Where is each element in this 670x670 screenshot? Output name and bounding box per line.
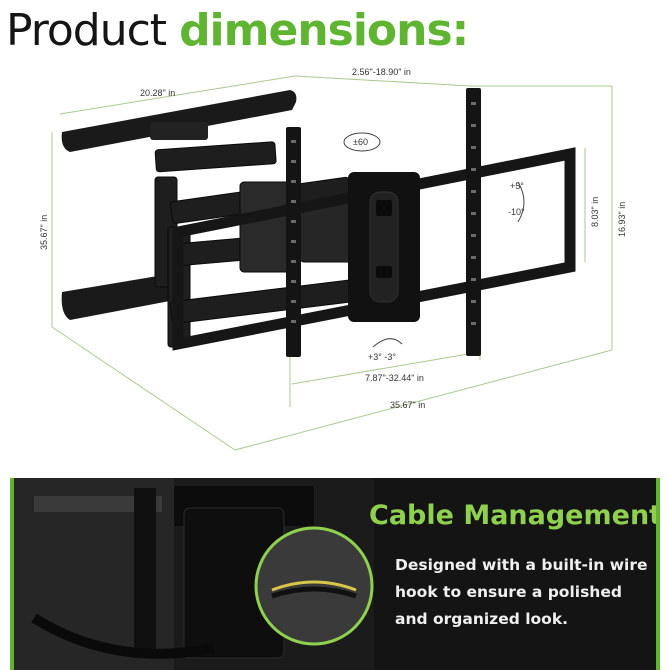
bracket-height-label: 16.93" in	[617, 202, 627, 237]
total-width-label: 35.67" in	[390, 400, 425, 410]
cable-management-description: Designed with a built-in wire hook to en…	[395, 556, 648, 628]
wall-plate	[61, 90, 297, 320]
page-title: Product dimensions:	[6, 2, 469, 60]
tilt-down-label: -10°	[508, 207, 525, 217]
vesa-width-label: 7.87"-32.44" in	[365, 373, 424, 383]
cable-management-heading: Cable Management	[369, 500, 660, 531]
tv-bracket-frame	[172, 147, 576, 351]
plate-height-label: 8.03" in	[590, 197, 600, 227]
cable-management-panel: Cable Management Designed with a built-i…	[10, 478, 660, 670]
vesa-rails	[286, 88, 481, 357]
tilt-up-label: +5°	[510, 181, 524, 191]
title-word-dimensions: dimensions:	[179, 5, 469, 56]
dimension-lines	[51, 75, 613, 451]
level-adjust-label: +3° -3°	[368, 352, 396, 362]
overall-height-label: 35.67" in	[39, 215, 49, 250]
center-carriage	[348, 172, 420, 322]
arm-width-label: 20.28" in	[140, 88, 175, 98]
mount-dimension-diagram: 20.28" in 2.56"-18.90" in ±60 +5° -10° 8…	[39, 67, 627, 451]
cable-management-photo	[14, 478, 374, 670]
extension-label: 2.56"-18.90" in	[352, 67, 411, 77]
motion-indicators	[343, 132, 525, 348]
title-word-product: Product	[6, 5, 167, 56]
swivel-label: ±60	[353, 137, 368, 147]
